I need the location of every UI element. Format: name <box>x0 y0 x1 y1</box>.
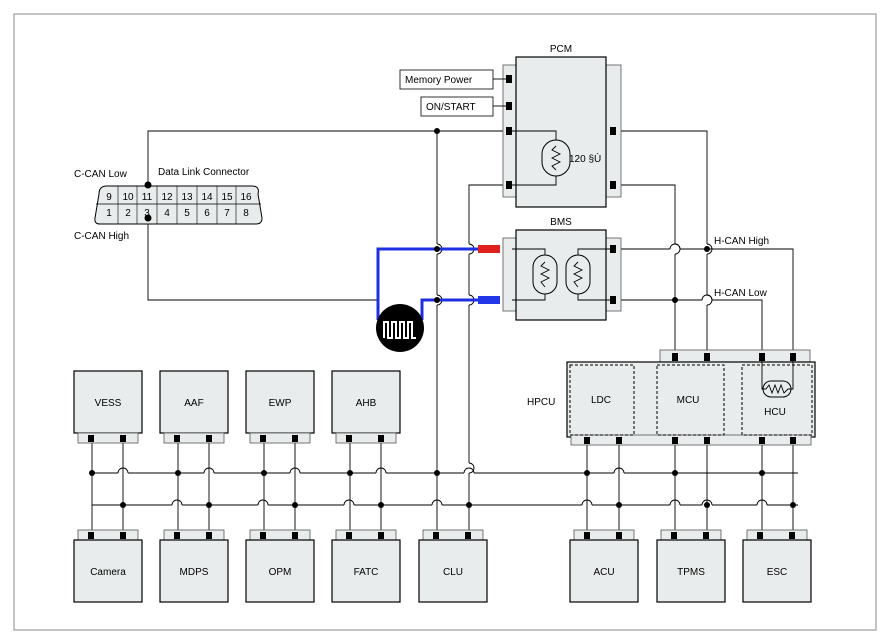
data-link-connector[interactable]: Data Link Connector C-CAN Low C-CAN High… <box>74 167 263 242</box>
dlc-pin-label: 10 <box>122 192 134 203</box>
dlc-pin-label: 8 <box>243 208 249 219</box>
pcm-module[interactable]: PCM 120 §Ù <box>502 44 622 208</box>
bms-label: BMS <box>550 217 572 228</box>
dlc-top-row: 9 10 11 12 13 14 15 16 <box>106 186 252 204</box>
vess-label: VESS <box>95 398 122 409</box>
tpms-label: TPMS <box>677 567 705 578</box>
pin-3-node <box>144 214 152 222</box>
dlc-pin-label: 6 <box>204 208 210 219</box>
dlc-pin-label: 2 <box>125 208 131 219</box>
aaf-label: AAF <box>184 398 203 409</box>
mcu-label: MCU <box>677 395 700 406</box>
dlc-title: Data Link Connector <box>158 167 250 178</box>
fatc-label: FATC <box>354 567 379 578</box>
hpcu-module[interactable]: HPCU LDC MCU HCU <box>527 349 816 446</box>
fatc-module[interactable]: FATC <box>331 529 401 603</box>
hpcu-label: HPCU <box>527 397 555 408</box>
dlc-pin-label: 13 <box>181 192 193 203</box>
h-can-high-label: H-CAN High <box>714 236 769 247</box>
acu-label: ACU <box>593 567 614 578</box>
esc-module[interactable]: ESC <box>742 529 812 603</box>
opm-label: OPM <box>269 567 292 578</box>
tpms-module[interactable]: TPMS <box>656 529 726 603</box>
memory-power-label: Memory Power <box>405 75 473 86</box>
junction-dots <box>89 128 796 508</box>
dlc-pin-label: 3 <box>144 208 150 219</box>
aaf-module[interactable]: AAF <box>159 370 229 444</box>
acu-module[interactable]: ACU <box>569 529 639 603</box>
blue-connector <box>478 296 500 304</box>
lower-module-row: Camera MDPS OPM FATC CLU ACU TPMS ESC <box>73 529 812 603</box>
resistor-icon <box>565 254 591 295</box>
c-can-low-label: C-CAN Low <box>74 169 128 180</box>
esc-label: ESC <box>767 567 788 578</box>
c-can-high-label: C-CAN High <box>74 231 129 242</box>
h-can-low-label: H-CAN Low <box>714 288 768 299</box>
dlc-pin-label: 15 <box>221 192 233 203</box>
on-start-label: ON/START <box>426 102 476 113</box>
resistor-icon <box>541 139 571 177</box>
dlc-pin-label: 14 <box>201 192 213 203</box>
dlc-pin-label: 5 <box>184 208 190 219</box>
dlc-pin-label: 11 <box>142 192 153 203</box>
pin-11-node <box>144 181 152 189</box>
ewp-module[interactable]: EWP <box>245 370 315 444</box>
pcm-inputs: Memory Power ON/START <box>399 69 506 117</box>
pcm-label: PCM <box>550 44 572 55</box>
camera-module[interactable]: Camera <box>73 529 143 603</box>
ahb-module[interactable]: AHB <box>331 370 401 444</box>
diagram-frame <box>13 13 877 631</box>
dlc-pin-label: 16 <box>240 192 252 203</box>
dlc-pin-label: 1 <box>106 208 112 219</box>
hcu-label: HCU <box>764 407 786 418</box>
resistor-icon <box>532 254 558 295</box>
ewp-label: EWP <box>269 398 292 409</box>
ahb-label: AHB <box>356 398 377 409</box>
dlc-pin-label: 7 <box>224 208 230 219</box>
bms-module[interactable]: BMS <box>502 217 622 321</box>
dlc-bottom-row: 1 2 3 4 5 6 7 8 <box>106 204 249 224</box>
dlc-pin-label: 9 <box>106 192 112 203</box>
camera-label: Camera <box>90 567 126 578</box>
resistor-value: 120 §Ù <box>569 152 601 165</box>
opm-module[interactable]: OPM <box>245 529 315 603</box>
mdps-module[interactable]: MDPS <box>159 529 229 603</box>
mdps-label: MDPS <box>180 567 209 578</box>
upper-module-row: VESS AAF EWP AHB <box>73 370 401 444</box>
clu-module[interactable]: CLU <box>418 529 488 603</box>
vess-module[interactable]: VESS <box>73 370 143 444</box>
square-wave-icon <box>376 304 424 352</box>
ldc-label: LDC <box>591 395 611 406</box>
dlc-pin-label: 12 <box>161 192 173 203</box>
clu-label: CLU <box>443 567 463 578</box>
dlc-pin-label: 4 <box>164 208 170 219</box>
wiring <box>91 130 798 532</box>
red-connector <box>478 245 500 253</box>
